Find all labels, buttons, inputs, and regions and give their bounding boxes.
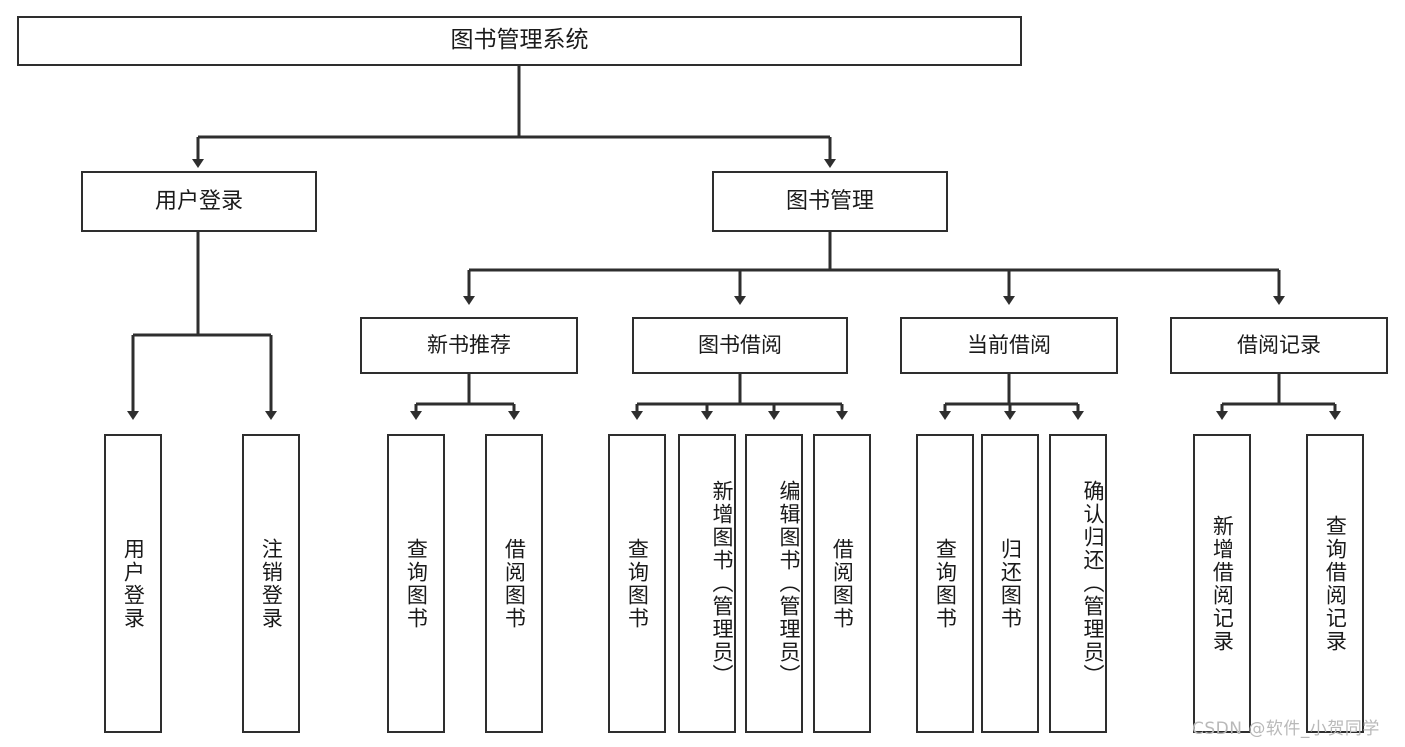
leaf-new-book-borrow[interactable]: 借阅图书 <box>485 434 543 733</box>
leaf-user-login-login[interactable]: 用户登录 <box>104 434 162 733</box>
node-user-login[interactable]: 用户登录 <box>81 171 317 232</box>
leaf-user-login-logout[interactable]: 注销登录 <box>242 434 300 733</box>
leaf-book-borrow-add[interactable]: 新增图书（管理员） <box>678 434 736 733</box>
leaf-current-borrow-return[interactable]: 归还图书 <box>981 434 1039 733</box>
node-borrow-record[interactable]: 借阅记录 <box>1170 317 1388 374</box>
node-book-borrow[interactable]: 图书借阅 <box>632 317 848 374</box>
node-new-book-recommend[interactable]: 新书推荐 <box>360 317 578 374</box>
leaf-book-borrow-borrow[interactable]: 借阅图书 <box>813 434 871 733</box>
leaf-new-book-query[interactable]: 查询图书 <box>387 434 445 733</box>
leaf-book-borrow-edit[interactable]: 编辑图书（管理员） <box>745 434 803 733</box>
node-current-borrow[interactable]: 当前借阅 <box>900 317 1118 374</box>
leaf-current-borrow-confirm-return[interactable]: 确认归还（管理员） <box>1049 434 1107 733</box>
leaf-current-borrow-query[interactable]: 查询图书 <box>916 434 974 733</box>
leaf-borrow-record-add[interactable]: 新增借阅记录 <box>1193 434 1251 733</box>
watermark-text: CSDN @软件_小贺同学 <box>1192 719 1380 739</box>
node-book-management[interactable]: 图书管理 <box>712 171 948 232</box>
leaf-book-borrow-query[interactable]: 查询图书 <box>608 434 666 733</box>
node-root[interactable]: 图书管理系统 <box>17 16 1022 66</box>
leaf-borrow-record-query[interactable]: 查询借阅记录 <box>1306 434 1364 733</box>
